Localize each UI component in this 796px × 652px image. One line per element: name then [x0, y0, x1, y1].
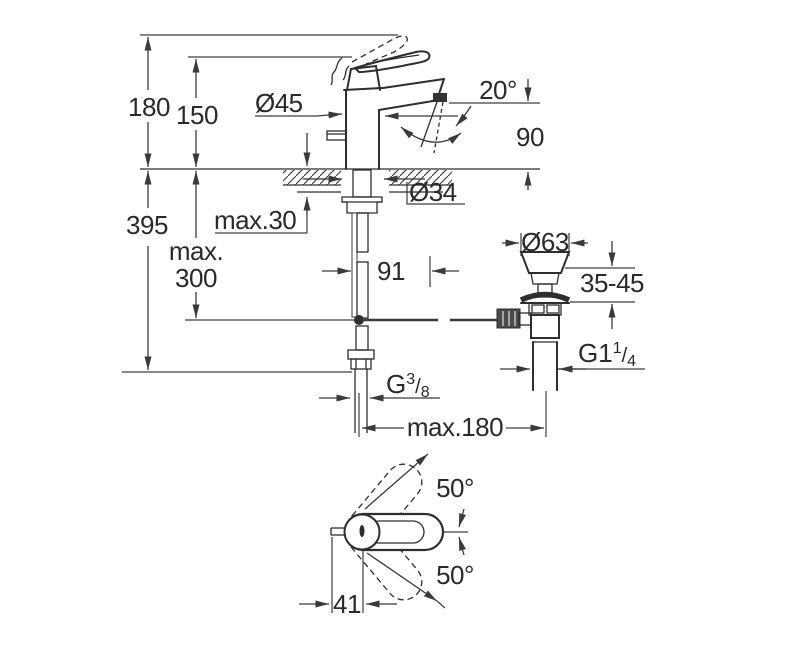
under-counter-assembly — [341, 169, 497, 433]
dim-text-max180: max.180 — [407, 412, 503, 442]
deck-hatch-right — [389, 170, 452, 185]
waste-valve-body — [530, 314, 560, 339]
handle-top-view — [330, 453, 466, 609]
dim-text-max30: max.30 — [214, 205, 296, 235]
swing-down-leader-stub — [436, 600, 446, 609]
aerator — [433, 93, 447, 102]
waste-flange-dome — [519, 291, 571, 303]
dim-20deg-leader — [455, 105, 472, 127]
g38-sup: 3 — [406, 371, 415, 388]
counter-deck — [283, 170, 452, 193]
g114-base: G1 — [578, 338, 613, 368]
waste-plug-neck — [530, 272, 560, 285]
g114-slash: / — [622, 345, 628, 367]
break-squiggle-1 — [330, 57, 343, 86]
dim-text-g114: G11/4 — [578, 338, 636, 370]
lever-raised-dashed — [351, 35, 408, 65]
supply-hose-lower — [355, 325, 369, 351]
stream-angle-arc — [400, 126, 462, 144]
popup-waste-assembly — [496, 251, 571, 391]
dim-text-3545: 35-45 — [580, 268, 644, 298]
g114-sub: 4 — [627, 353, 636, 370]
g38-slash: / — [415, 376, 421, 398]
rod-clevis — [518, 312, 532, 326]
dimension-arrows — [144, 37, 616, 608]
dim-text-d63: Ø63 — [521, 227, 569, 257]
dim-text-max300-value: 300 — [175, 263, 217, 293]
deck-hatch-left — [283, 170, 341, 185]
threaded-shank — [352, 169, 372, 198]
break-squiggle-2 — [342, 65, 350, 81]
dim-text-50up: 50° — [436, 473, 474, 503]
body-top-edge — [343, 87, 384, 91]
dimension-texts: 180 150 395 max. 300 Ø45 20° 90 Ø34 max.… — [126, 75, 644, 619]
popup-knob — [326, 130, 347, 141]
waste-slot-left — [531, 304, 545, 314]
dim-text-150: 150 — [176, 100, 218, 130]
dim-text-90: 90 — [516, 122, 544, 152]
dim-text-g38: G3/8 — [386, 369, 430, 401]
swing-up-leader — [364, 453, 429, 510]
swing-down-leader — [366, 552, 438, 602]
g114-sup: 1 — [613, 340, 622, 357]
waste-plug-head — [519, 251, 571, 274]
g38-sub: 8 — [421, 384, 430, 401]
spout-tip-edge — [438, 78, 445, 95]
rod-junction-dot — [354, 315, 364, 325]
dim-text-d45: Ø45 — [255, 88, 303, 118]
dim-text-d34: Ø34 — [409, 177, 457, 207]
dim-text-max300-word: max. — [169, 236, 223, 266]
dim-text-395: 395 — [126, 210, 168, 240]
supply-hose-middle — [356, 261, 369, 319]
spout-underside — [378, 100, 434, 111]
lever-inner-line — [365, 54, 420, 65]
supply-hose-upper — [356, 212, 369, 253]
centerline-arrow-lower — [458, 536, 466, 556]
cartridge-cap — [346, 64, 381, 91]
spout-top-edge — [382, 78, 445, 89]
g38-base: G — [386, 369, 406, 399]
popup-rod-vertical — [351, 212, 358, 318]
dim-text-91: 91 — [377, 256, 405, 286]
waste-slot-right — [546, 304, 560, 314]
lever-handle — [353, 50, 431, 74]
label-bracket-d34 — [406, 182, 465, 205]
dim-text-41: 41 — [333, 589, 361, 619]
dim-text-180: 180 — [128, 92, 170, 122]
dim-d45-arrow-left — [315, 111, 343, 119]
center-mark — [359, 525, 365, 537]
dim-text-20deg: 20° — [479, 75, 517, 105]
dim-text-50down: 50° — [436, 560, 474, 590]
hose-fitting-flange — [347, 349, 375, 360]
stream-line-vertical-dashed — [433, 101, 444, 154]
mounting-nut — [341, 196, 383, 214]
centerline-arrow-upper — [458, 508, 466, 528]
faucet-side-view — [326, 35, 462, 170]
reference-lines — [122, 34, 645, 613]
hose-fitting-nut — [350, 358, 372, 370]
